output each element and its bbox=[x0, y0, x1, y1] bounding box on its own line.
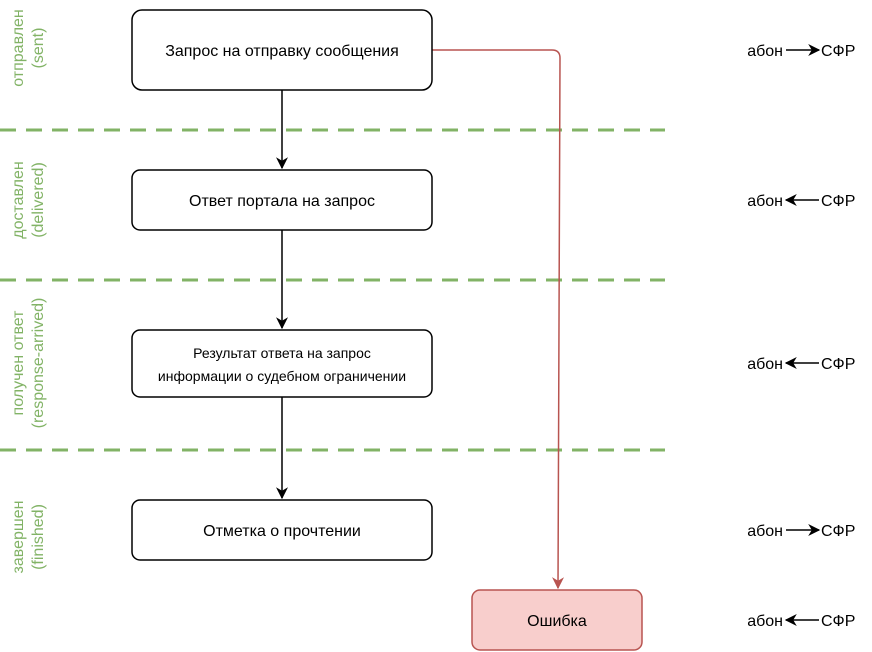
lane-sublabel-text: (finished) bbox=[30, 504, 47, 570]
lane-label-response-arrived: получен ответ (response-arrived) bbox=[10, 298, 47, 429]
process-box-portal-response[interactable]: Ответ портала на запрос bbox=[131, 169, 433, 231]
direction-left-label: абон bbox=[747, 193, 783, 210]
lane-label-finished: завершен (finished) bbox=[10, 501, 47, 574]
error-box[interactable]: Ошибка bbox=[471, 589, 643, 651]
error-box-label: Ошибка bbox=[527, 613, 587, 630]
lane-sublabel-text: (delivered) bbox=[30, 162, 47, 238]
lane-label-text: доставлен bbox=[10, 161, 27, 238]
direction-right-label: СФР bbox=[821, 613, 855, 630]
lane-label-text: отправлен bbox=[10, 9, 27, 87]
lane-sublabel-text: (response-arrived) bbox=[30, 298, 47, 429]
process-box-label: Ответ портала на запрос bbox=[189, 193, 375, 210]
lane-label-text: завершен bbox=[10, 501, 27, 574]
direction-left-label: абон bbox=[747, 613, 783, 630]
process-box-label-line-2: информации о судебном ограничении bbox=[158, 368, 406, 384]
direction-left-label: абон bbox=[747, 356, 783, 373]
process-box-read-receipt[interactable]: Отметка о прочтении bbox=[131, 499, 433, 561]
direction-left-label: абон bbox=[747, 523, 783, 540]
direction-row-2: абон СФР bbox=[747, 193, 855, 210]
direction-row-4: абон СФР bbox=[747, 523, 855, 540]
error-arrow bbox=[432, 49, 565, 590]
lane-label-sent: отправлен (sent) bbox=[10, 9, 47, 87]
lane-sublabel-text: (sent) bbox=[30, 28, 47, 69]
direction-row-5: абон СФР bbox=[747, 613, 855, 630]
process-box-label: Отметка о прочтении bbox=[203, 523, 361, 540]
process-box-label-line-1: Результат ответа на запрос bbox=[193, 345, 371, 361]
direction-row-3: абон СФР bbox=[747, 356, 855, 373]
direction-right-label: СФР bbox=[821, 43, 855, 60]
direction-right-label: СФР bbox=[821, 356, 855, 373]
process-box-court-restriction-result[interactable]: Результат ответа на запрос информации о … bbox=[131, 329, 433, 398]
direction-right-label: СФР bbox=[821, 523, 855, 540]
lane-label-delivered: доставлен (delivered) bbox=[10, 161, 47, 238]
direction-left-label: абон bbox=[747, 43, 783, 60]
process-box-label: Запрос на отправку сообщения bbox=[165, 43, 399, 60]
direction-right-label: СФР bbox=[821, 193, 855, 210]
direction-row-1: абон СФР bbox=[747, 43, 855, 60]
process-box-send-request[interactable]: Запрос на отправку сообщения bbox=[131, 9, 433, 91]
lane-label-text: получен ответ bbox=[10, 310, 27, 416]
